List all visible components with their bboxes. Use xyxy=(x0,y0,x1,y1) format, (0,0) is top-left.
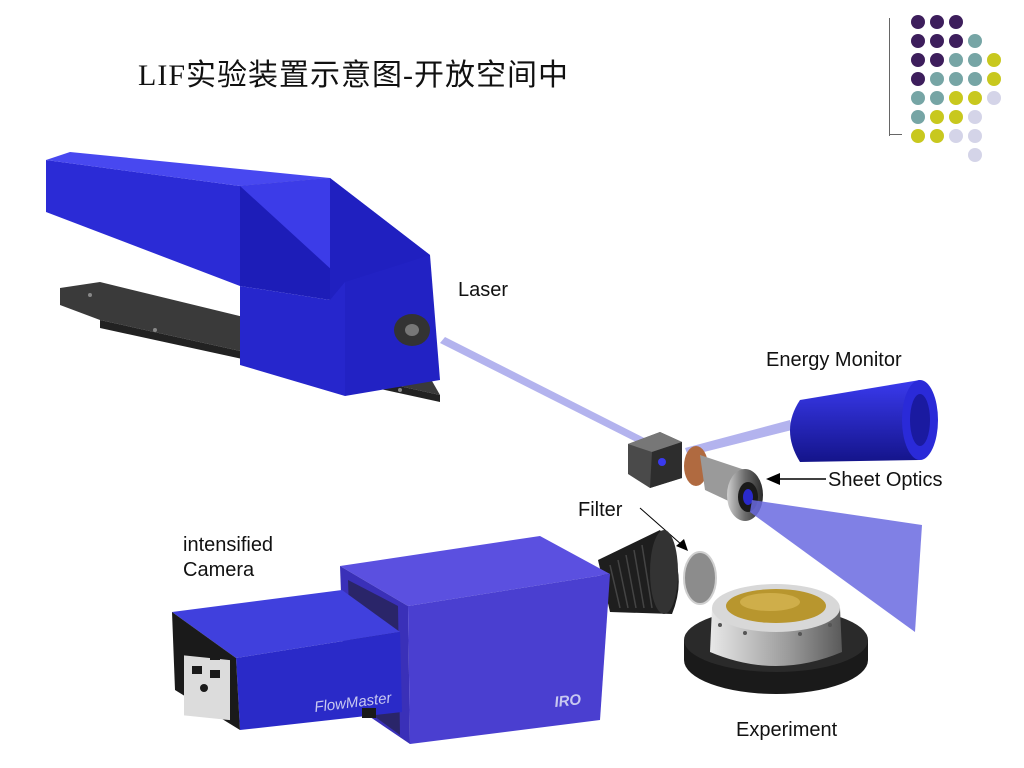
laser-label: Laser xyxy=(458,279,509,301)
corner-dot xyxy=(987,72,1001,86)
camera-label-line1: intensified xyxy=(183,534,274,556)
corner-dot xyxy=(911,91,925,105)
corner-dot xyxy=(949,34,963,48)
corner-dot xyxy=(930,34,944,48)
corner-dot xyxy=(949,91,963,105)
corner-dot xyxy=(968,110,982,124)
camera-model-text: IRO xyxy=(554,691,583,711)
corner-dot xyxy=(987,91,1001,105)
corner-dot xyxy=(911,15,925,29)
corner-dot xyxy=(949,110,963,124)
corner-dot xyxy=(911,110,925,124)
laser-unit xyxy=(46,152,440,402)
corner-dot xyxy=(968,72,982,86)
corner-dot xyxy=(968,91,982,105)
energy-monitor-label: Energy Monitor xyxy=(766,349,902,371)
filter-arrow xyxy=(639,507,688,551)
laser-beam xyxy=(440,337,672,458)
camera-label-line2: Camera xyxy=(183,559,255,581)
corner-dot xyxy=(930,91,944,105)
filter-disc xyxy=(683,551,717,605)
corner-dot xyxy=(911,129,925,143)
camera-lens xyxy=(598,530,679,614)
corner-dot xyxy=(949,15,963,29)
corner-dot xyxy=(968,34,982,48)
slide-title: LIF实验装置示意图-开放空间中 xyxy=(138,59,569,92)
corner-dot xyxy=(987,53,1001,67)
corner-dot xyxy=(968,148,982,162)
sheet-optics-arrow xyxy=(766,473,826,485)
filter-label: Filter xyxy=(578,499,623,521)
monitor-beam xyxy=(685,420,792,456)
corner-dot xyxy=(968,129,982,143)
experiment-label: Experiment xyxy=(736,719,838,741)
corner-dot xyxy=(949,72,963,86)
corner-dot xyxy=(911,53,925,67)
corner-divider-vertical xyxy=(889,18,890,136)
sheet-optics xyxy=(684,446,763,521)
corner-divider-horizontal xyxy=(889,134,902,135)
sheet-optics-label: Sheet Optics xyxy=(828,469,943,491)
corner-dot xyxy=(930,129,944,143)
beam-splitter xyxy=(628,432,682,488)
corner-dot xyxy=(930,110,944,124)
corner-dot xyxy=(930,15,944,29)
corner-dot xyxy=(911,72,925,86)
corner-dot xyxy=(968,53,982,67)
light-sheet xyxy=(750,500,922,632)
energy-monitor xyxy=(790,380,938,462)
corner-dot xyxy=(911,34,925,48)
corner-dot xyxy=(949,53,963,67)
intensified-camera: FlowMaster IRO xyxy=(172,536,610,744)
corner-dot xyxy=(949,129,963,143)
experiment-burner xyxy=(684,584,868,694)
corner-dot xyxy=(930,53,944,67)
corner-dot xyxy=(930,72,944,86)
